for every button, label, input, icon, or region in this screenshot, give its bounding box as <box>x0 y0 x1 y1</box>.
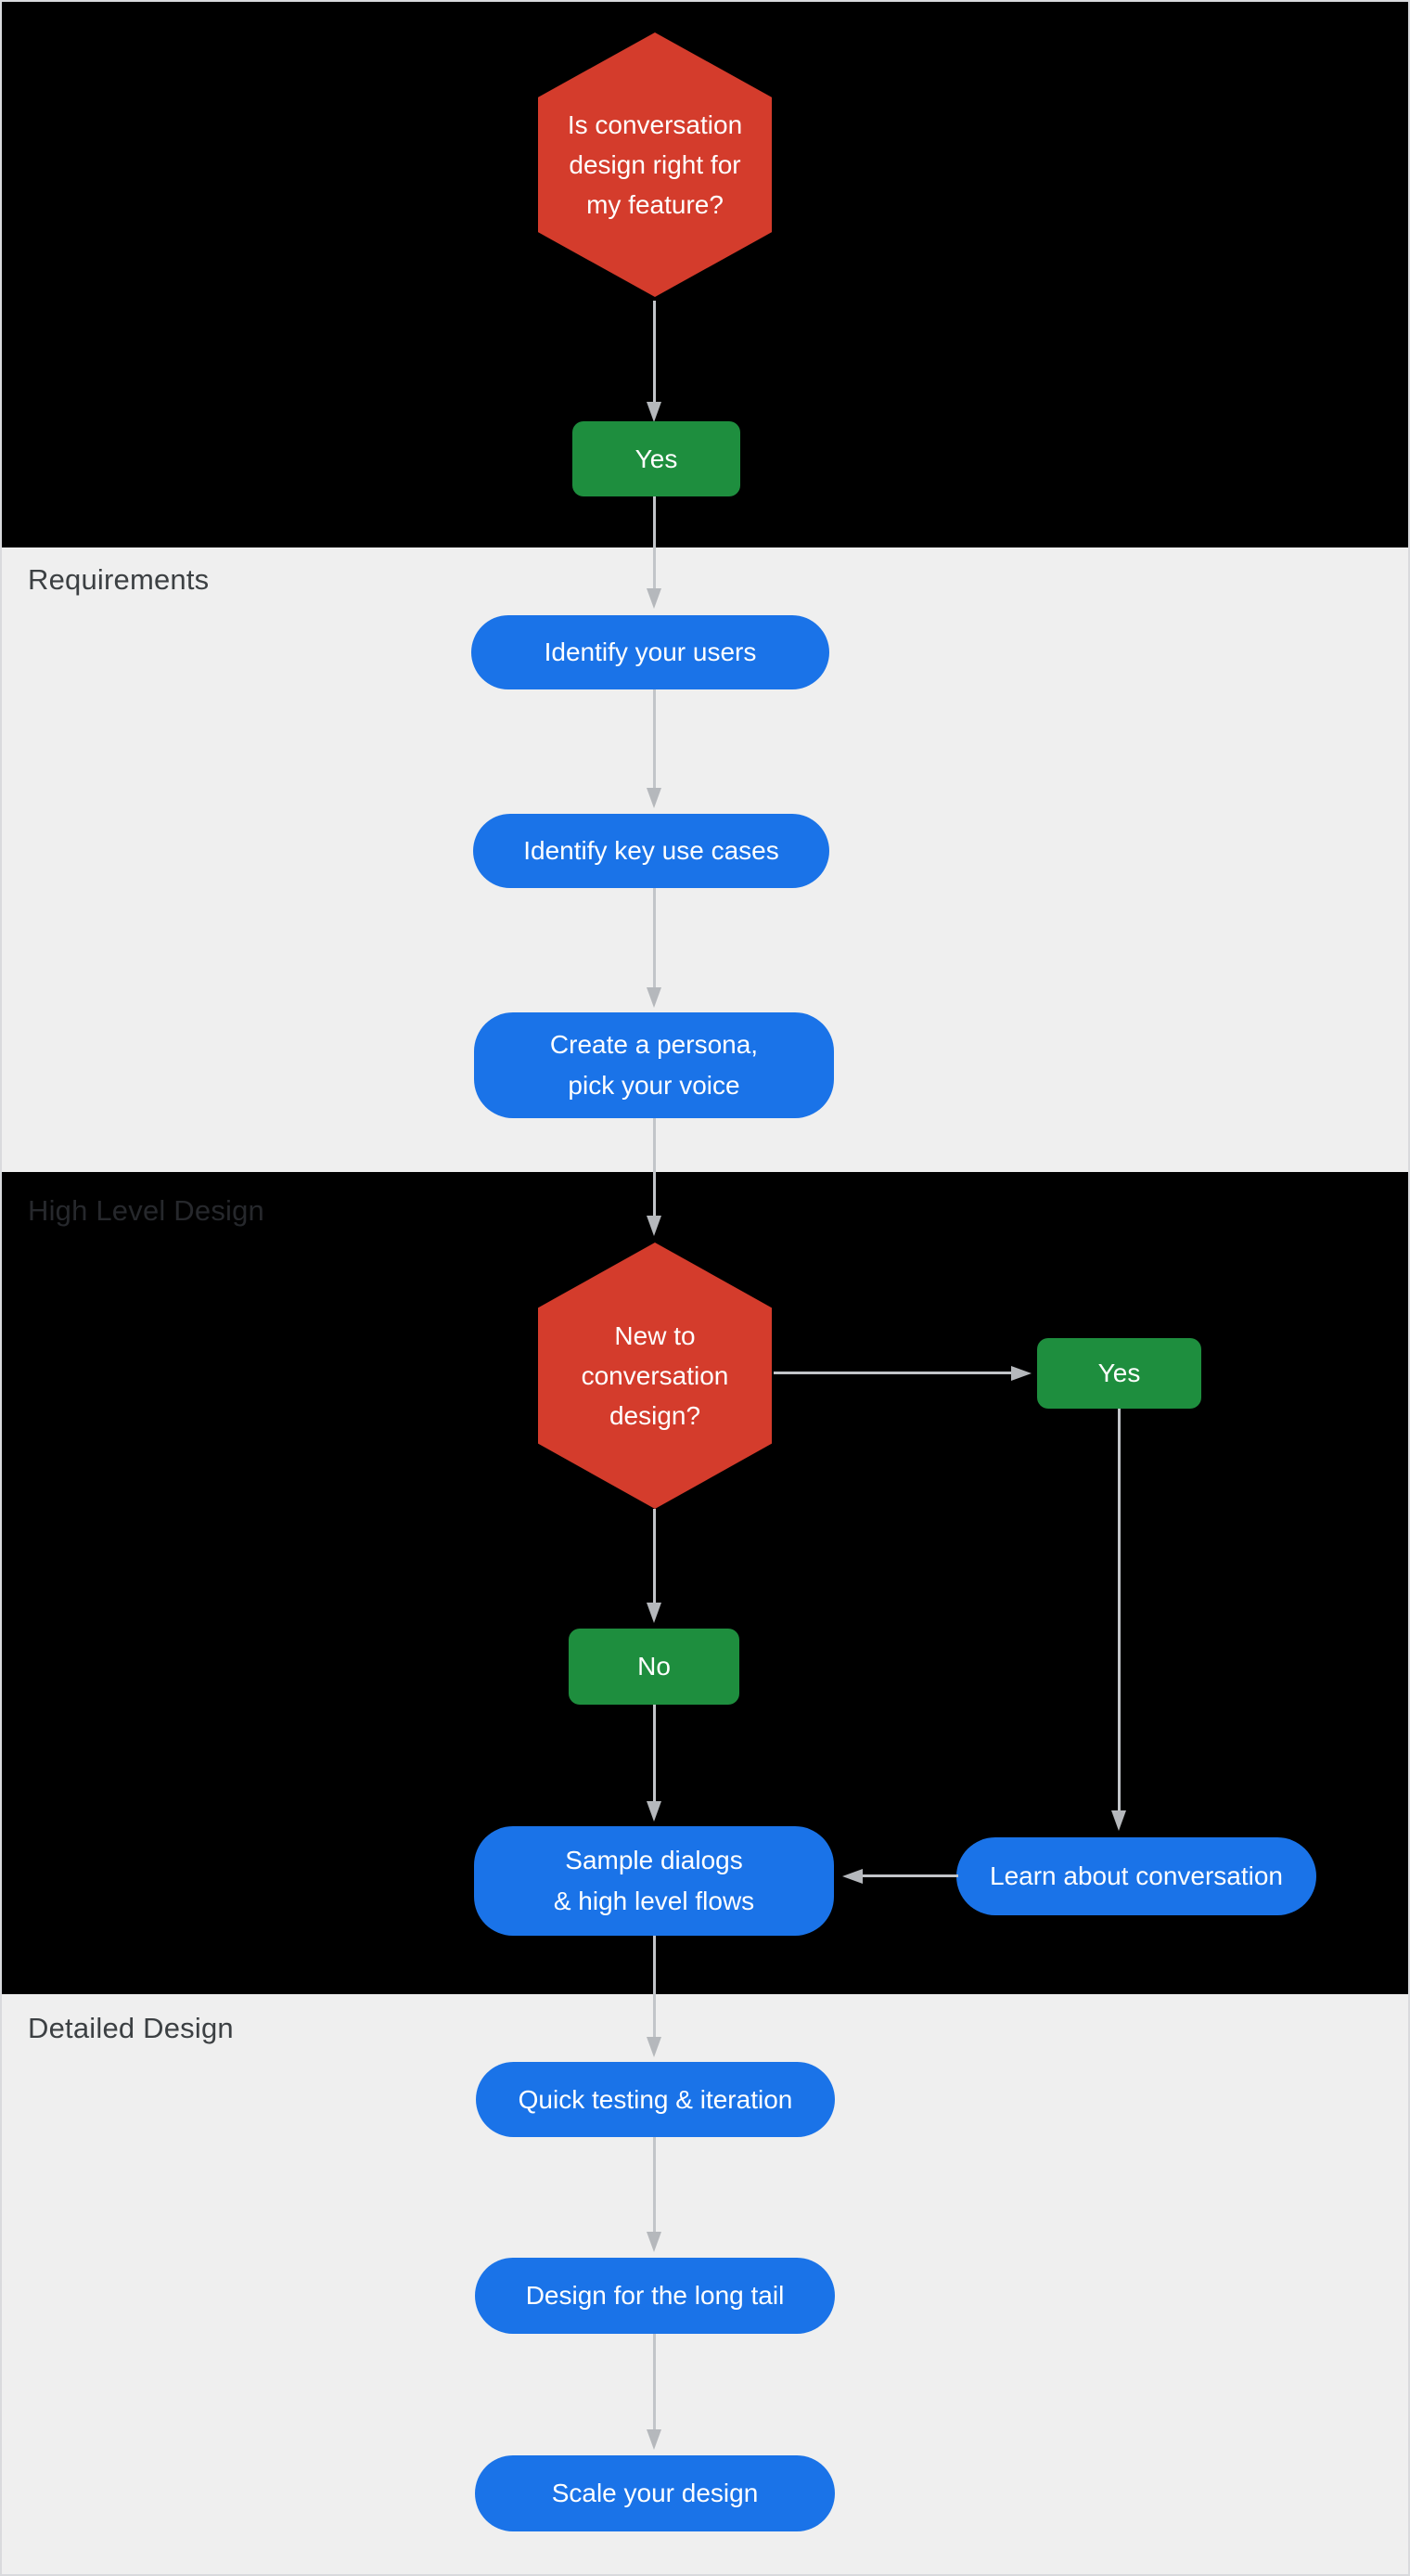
section-label-high-level-design: High Level Design <box>28 1194 264 1227</box>
step-sample-dialogs-high-level-flows[interactable]: Sample dialogs & high level flows <box>474 1826 834 1936</box>
arrowhead-down-icon <box>647 1603 661 1623</box>
no-button-new-to-cd[interactable]: No <box>569 1629 739 1705</box>
connector-line <box>653 689 656 789</box>
decision-text-line: Is conversation <box>567 110 743 139</box>
section-label-detailed-design: Detailed Design <box>28 2012 234 2044</box>
step-text-line: & high level flows <box>553 1887 755 1915</box>
arrowhead-down-icon <box>647 1801 661 1822</box>
step-scale-your-design[interactable]: Scale your design <box>475 2455 835 2531</box>
connector-line <box>653 1509 656 1604</box>
connector-line <box>653 496 656 589</box>
arrowhead-down-icon <box>647 788 661 808</box>
yes-button-top[interactable]: Yes <box>572 421 740 496</box>
connector-line <box>653 2137 656 2233</box>
arrowhead-down-icon <box>647 588 661 609</box>
step-learn-about-conversation[interactable]: Learn about conversation <box>956 1837 1316 1915</box>
section-label-requirements: Requirements <box>28 563 210 596</box>
decision-text-line: my feature? <box>586 190 724 219</box>
step-identify-key-use-cases[interactable]: Identify key use cases <box>473 814 829 888</box>
step-text-line: pick your voice <box>568 1071 740 1100</box>
connector-line <box>653 301 656 403</box>
arrowhead-down-icon <box>647 987 661 1008</box>
decision-text-line: conversation <box>581 1361 729 1390</box>
decision-is-conversation-design-right: Is conversation design right for my feat… <box>538 32 772 297</box>
step-quick-testing-iteration[interactable]: Quick testing & iteration <box>476 2062 835 2137</box>
decision-text-line: design right for <box>569 150 741 179</box>
arrowhead-down-icon <box>647 2429 661 2450</box>
yes-button-new-to-cd[interactable]: Yes <box>1037 1338 1201 1409</box>
arrowhead-down-icon <box>1111 1810 1126 1831</box>
arrowhead-down-icon <box>647 2232 661 2252</box>
arrowhead-down-icon <box>647 402 661 422</box>
connector-line <box>1118 1409 1121 1811</box>
step-identify-your-users[interactable]: Identify your users <box>471 615 829 689</box>
step-text-line: Sample dialogs <box>565 1846 743 1874</box>
step-text-line: Create a persona, <box>549 1030 759 1059</box>
decision-text-line: New to <box>614 1321 696 1350</box>
connector-line <box>653 888 656 988</box>
arrowhead-down-icon <box>647 1216 661 1236</box>
step-create-persona-pick-voice[interactable]: Create a persona, pick your voice <box>474 1012 834 1118</box>
decision-new-to-conversation-design: New to conversation design? <box>538 1243 772 1509</box>
connector-line <box>653 1936 656 2038</box>
step-design-for-long-tail[interactable]: Design for the long tail <box>475 2258 835 2334</box>
arrowhead-down-icon <box>647 2037 661 2057</box>
connector-line <box>774 1372 1011 1374</box>
connector-line <box>653 1705 656 1802</box>
connector-line <box>863 1874 958 1877</box>
connector-line <box>653 1118 656 1217</box>
arrowhead-left-icon <box>842 1869 863 1884</box>
arrowhead-right-icon <box>1011 1366 1032 1381</box>
connector-line <box>653 2334 656 2430</box>
decision-text-line: design? <box>609 1401 701 1430</box>
